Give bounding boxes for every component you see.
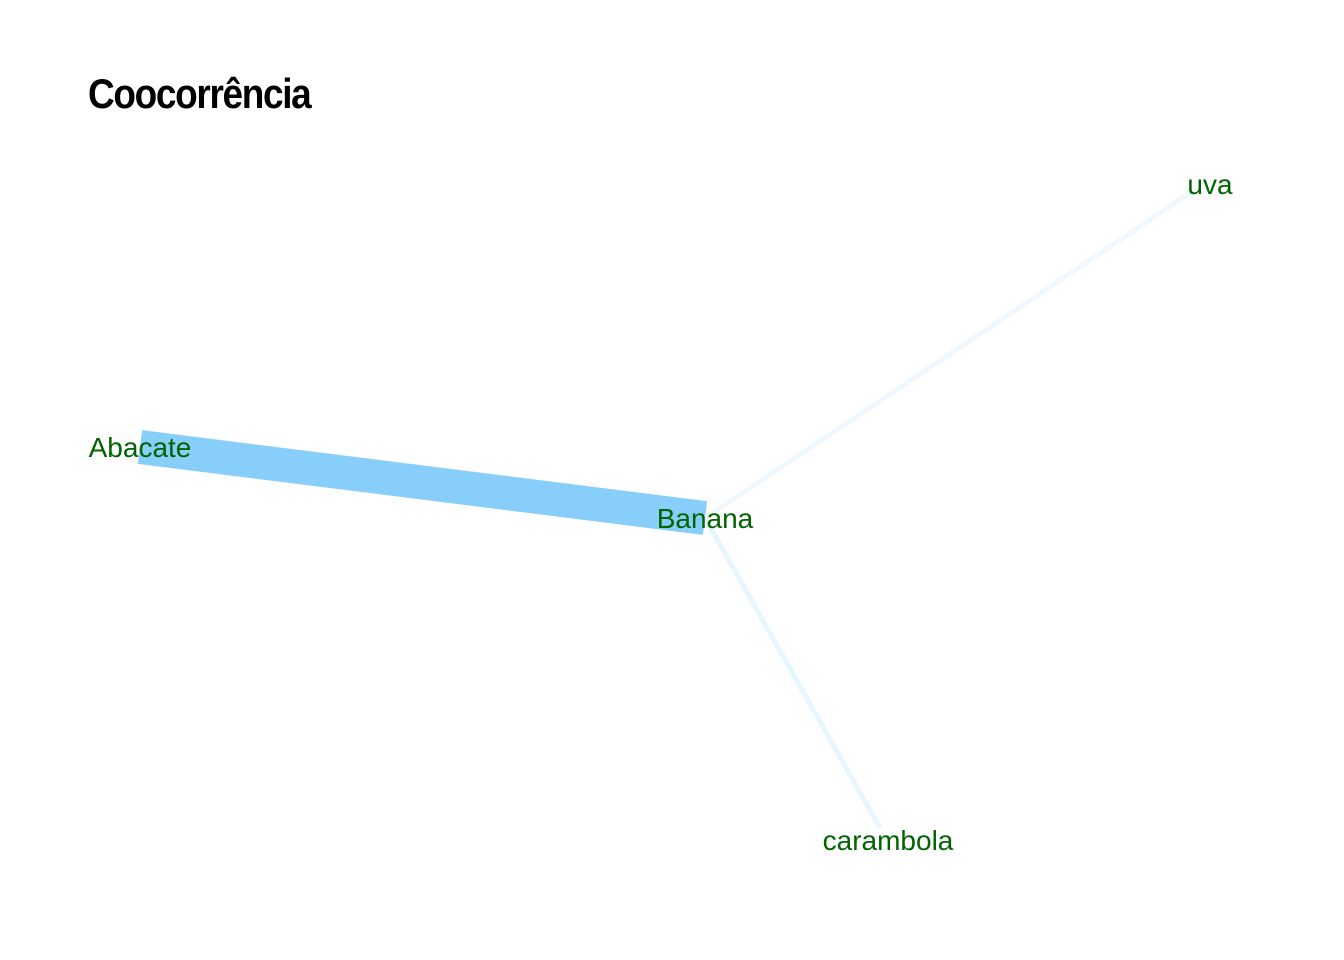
edge-banana-carambola [702, 516, 883, 830]
node-label-carambola: carambola [823, 825, 954, 856]
edge-abacate-banana [137, 430, 708, 535]
edges-layer [137, 190, 1192, 830]
edge-banana-uva [703, 190, 1192, 521]
node-label-banana: Banana [657, 503, 754, 534]
node-label-uva: uva [1187, 169, 1233, 200]
diagram-title: Coocorrência [88, 70, 312, 117]
node-label-abacate: Abacate [89, 432, 192, 463]
labels-layer: Abacate Banana uva carambola [89, 169, 1233, 856]
